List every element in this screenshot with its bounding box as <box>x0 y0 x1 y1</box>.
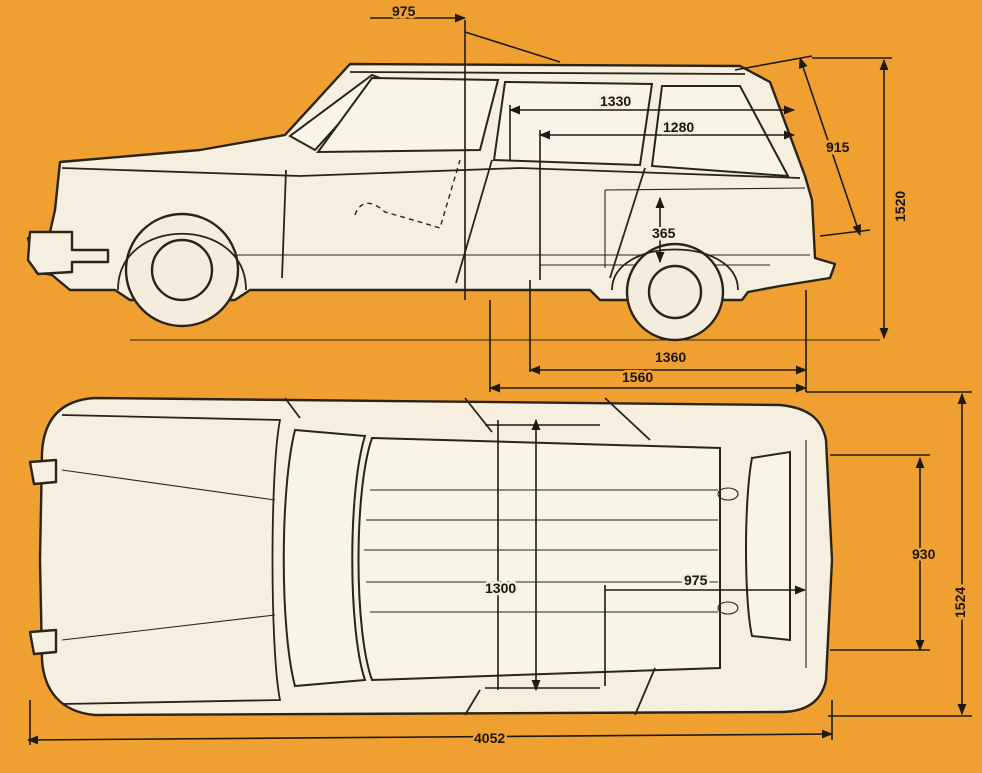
top-right-mirror <box>28 628 58 656</box>
top-right-lamp <box>717 601 739 615</box>
top-view <box>28 396 834 717</box>
top-hood-crease-upper <box>61 469 276 501</box>
side-view <box>26 62 880 342</box>
dim-label-975-top: 975 <box>392 3 416 19</box>
dim-label-930: 930 <box>912 546 936 562</box>
dim-label-365: 365 <box>652 225 676 241</box>
side-front-window <box>316 76 500 154</box>
dim-label-1280: 1280 <box>663 119 694 135</box>
side-b-pillar-line <box>455 159 493 284</box>
dim-label-1300: 1300 <box>485 580 516 596</box>
side-rear-window <box>492 80 654 167</box>
top-windshield <box>282 428 367 688</box>
side-front-arch <box>117 233 247 291</box>
top-tailgate <box>745 450 791 642</box>
top-left-mirror <box>28 458 58 486</box>
top-roof-panel <box>357 436 721 682</box>
top-roof-ribs <box>364 489 718 613</box>
dim-label-1520: 1520 <box>892 191 908 222</box>
dim-label-4052: 4052 <box>474 730 505 746</box>
side-belt-line <box>61 167 801 179</box>
side-dimension-lines <box>370 13 892 393</box>
top-hood-crease-lower <box>61 614 276 641</box>
side-rear-arch <box>611 248 739 291</box>
side-roof-rail <box>349 71 746 75</box>
side-rear-hubcap <box>647 264 703 320</box>
side-front-bumper <box>26 230 110 276</box>
dim-label-1560: 1560 <box>622 369 653 385</box>
dim-label-915: 915 <box>826 139 850 155</box>
top-left-lamp <box>717 487 739 501</box>
dim-label-1524: 1524 <box>952 587 968 618</box>
dim-label-1330: 1330 <box>600 93 631 109</box>
top-hood-outline <box>61 414 282 705</box>
dimension-labels: 975 1330 1280 915 1520 365 1360 1560 152… <box>390 1 971 749</box>
side-c-pillar-line <box>609 167 646 279</box>
top-dimension-lines <box>26 391 972 745</box>
side-front-door-line <box>281 169 287 279</box>
dim-label-1360: 1360 <box>655 349 686 365</box>
top-pillar-edges <box>284 397 656 716</box>
side-front-hubcap <box>150 238 214 302</box>
dim-label-975-bottom: 975 <box>684 572 708 588</box>
